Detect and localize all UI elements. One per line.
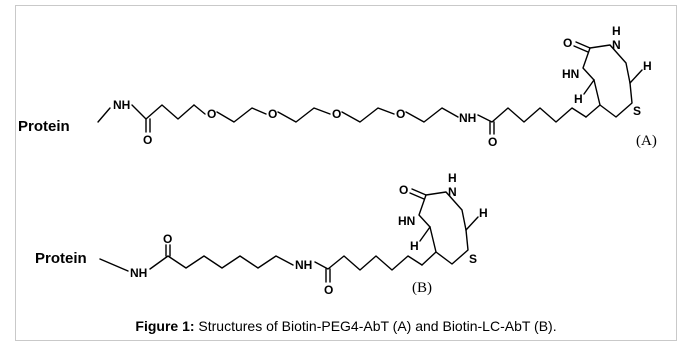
peg-chain-a-2 [216,107,267,123]
carbonyl-o-left-a: O [143,133,152,147]
peg-chain-a-1 [193,104,206,115]
ether-o-4-a: O [396,107,405,121]
biotin-s-a: S [633,104,641,118]
peg-chain-a-4 [341,107,395,123]
nh-left-a: NH [113,98,130,112]
backbone-b-left [99,258,129,272]
backbone-b-chain [149,255,294,270]
backbone-a-left [97,107,111,123]
ether-o-2-a: O [268,107,277,121]
urea-bond-b [411,188,427,196]
linker-b [314,255,423,271]
nh-right-a: NH [459,111,476,125]
biotin-b: O N H HN H H S [398,171,488,266]
structure-a: Protein NH O O O O O NH O [18,24,657,149]
structure-b: Protein NH O NH O O N H HN [35,171,488,297]
urea-bond-b-2 [409,192,425,200]
biotin-h-right-b: H [479,206,488,220]
protein-label-b: Protein [35,250,87,267]
carbonyl-o-right-a: O [488,135,497,149]
urea-bond-a-2 [573,45,589,53]
thiolane-ring-a [585,82,633,118]
nh-right-b: NH [295,258,312,272]
h-bond-right-b [465,216,479,231]
biotin-h-right-a: H [643,59,652,73]
structure-tag-a: (A) [636,133,657,149]
biotin-a: O N H HN H H S [562,24,652,118]
carbonyl-o-right-b: O [324,283,333,297]
biotin-h-top-b: H [448,171,457,185]
structure-tag-b: (B) [412,280,432,296]
carbonyl-o-left-b: O [163,232,172,246]
imidazole-ring-b [418,191,467,231]
biotin-n-b: N [448,185,457,199]
caption-text: Structures of Biotin-PEG4-AbT (A) and Bi… [194,318,557,334]
protein-label-a: Protein [18,118,70,135]
ring-fusion-b [429,226,437,253]
backbone-a-amide [131,104,195,120]
peg-chain-a-3 [277,107,331,123]
ring-fusion-a [593,79,601,106]
biotin-hn-b: HN [398,214,415,228]
biotin-s-b: S [469,252,477,266]
caption-label: Figure 1: [135,318,195,334]
ether-o-1-a: O [207,107,216,121]
h-bond-left-b [419,226,431,242]
biotin-h-top-a: H [612,24,621,38]
linker-a [477,107,587,123]
h-bond-left-a [583,79,595,95]
biotin-n-a: N [612,38,621,52]
figure-frame [15,5,677,341]
figure-caption: Figure 1: Structures of Biotin-PEG4-AbT … [15,318,677,334]
biotin-o-a: O [563,36,572,50]
nh-left-b: NH [130,266,147,280]
imidazole-ring-a [582,44,631,84]
biotin-hn-a: HN [562,67,579,81]
biotin-h-left-a: H [574,92,583,106]
urea-bond-a [575,41,591,49]
biotin-o-b: O [399,183,408,197]
biotin-h-left-b: H [410,239,419,253]
peg-chain-a-5 [405,107,459,123]
ether-o-3-a: O [332,107,341,121]
h-bond-right-a [629,69,643,84]
thiolane-ring-b [421,229,469,266]
